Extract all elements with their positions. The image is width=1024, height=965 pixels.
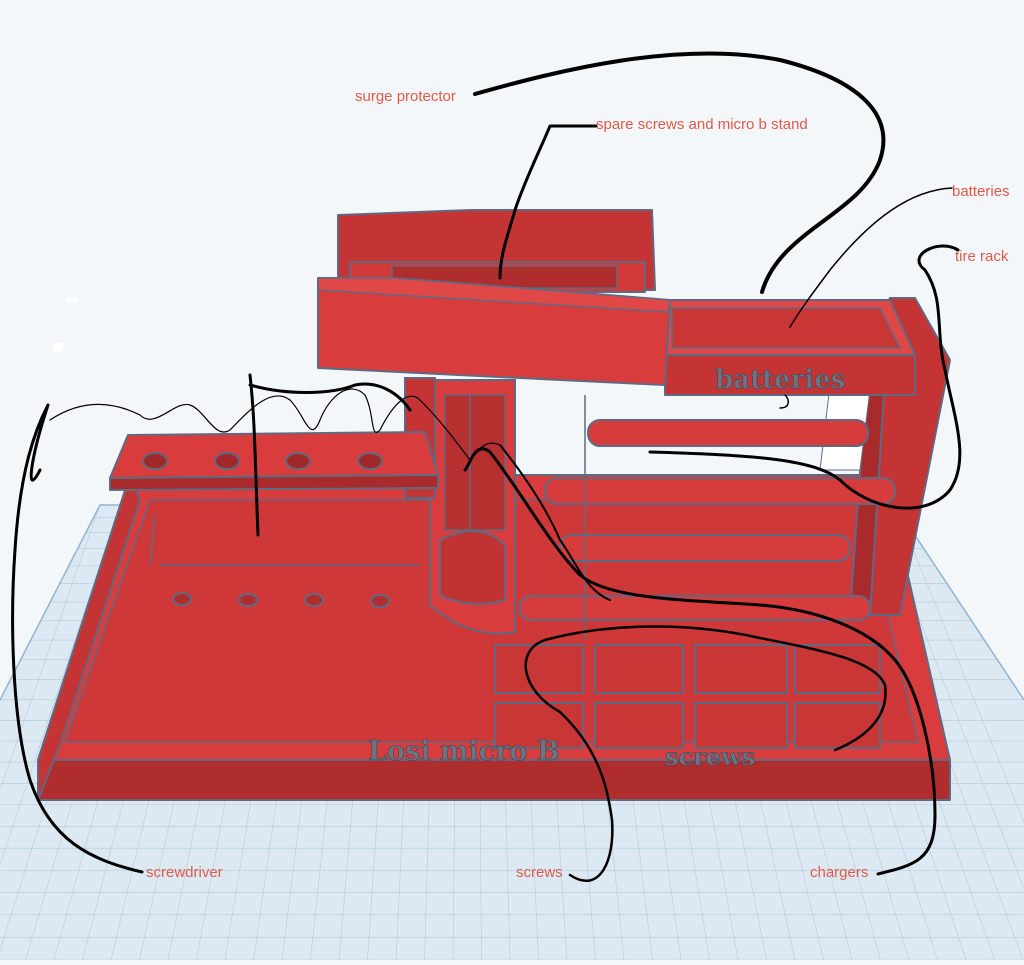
tire-rack-leader [648,244,962,510]
screwdriver-holes [172,592,390,608]
holder-scribble [49,388,501,461]
battery-tick [779,394,790,409]
annotation-ink [11,51,962,882]
ui-marks [53,298,78,351]
label-tire-rack: tire rack [955,248,1009,265]
front-engraving-1: Losi micro B [368,736,560,767]
charger-wave [499,444,611,601]
tire-rack-rods [519,395,896,640]
holder-scribble-3 [248,382,412,412]
batteries-leader [789,187,953,328]
charger-leader [463,447,937,876]
screw-compartments [494,644,881,749]
battery-engraving: batteries [715,365,845,395]
screwdriver-holder [109,431,439,491]
label-chargers: chargers [810,864,869,881]
battery-box: batteries [664,299,916,396]
front-engraving-2: screws [665,742,755,771]
label-batteries: batteries [952,183,1010,200]
screwdriver-leader [11,403,144,874]
holder-scribble-2 [248,373,260,537]
label-screwdriver: screwdriver [146,864,223,881]
upper-stand [317,209,671,386]
front-engravings: Losi micro B screws [368,736,756,772]
label-screws: screws [516,864,563,881]
screws-leader [524,625,887,882]
surge-protector-leader [473,51,886,294]
spare-screws-leader [498,124,598,280]
label-spare-screws: spare screws and micro b stand [596,116,808,133]
label-surge-protector: surge protector [355,88,456,105]
